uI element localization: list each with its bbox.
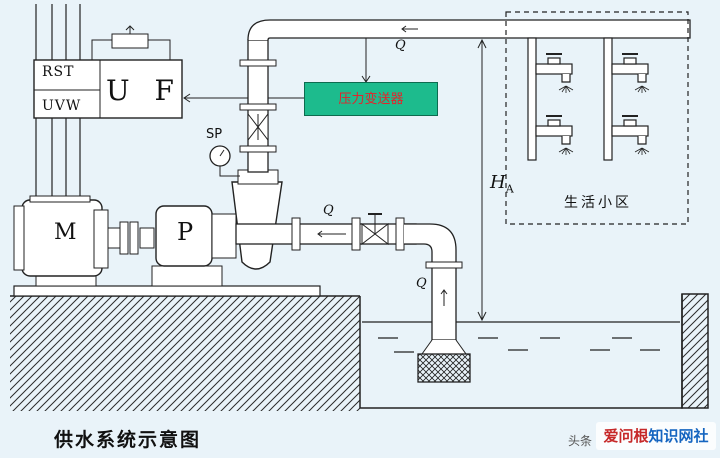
- base-plate: [13, 285, 321, 297]
- suction-valve: [361, 213, 389, 246]
- watermark-brand-b: 问根: [618, 427, 649, 445]
- ground-hatch: [10, 296, 360, 411]
- pump: [155, 205, 237, 267]
- flow-label-suction: Q: [416, 276, 427, 291]
- uf-controller-box: [33, 59, 183, 119]
- head-dimension: [477, 38, 487, 322]
- flow-label-pump: Q: [323, 203, 334, 218]
- pressure-transmitter: 压力变送器: [304, 82, 438, 116]
- pressure-gauge-label: SP: [206, 127, 223, 142]
- controller-output-label: UVW: [42, 98, 82, 114]
- residential-area-label: 生活小区: [564, 195, 632, 211]
- head-label: HA: [490, 172, 514, 196]
- flow-label-top: Q: [395, 38, 406, 53]
- water-surface-marks: [378, 337, 660, 353]
- watermark-brand-a: 爱: [603, 427, 619, 445]
- controller-input-label: RST: [42, 64, 75, 80]
- pressure-gauge: [209, 145, 240, 177]
- motor: [13, 195, 109, 277]
- head-symbol: H: [490, 172, 506, 193]
- motor-label: M: [54, 220, 77, 245]
- watermark-brand-c: 知识网: [648, 427, 694, 445]
- tank-wall: [681, 293, 709, 409]
- faucets: [535, 53, 650, 155]
- watermark-badge: 爱问根知识网社: [596, 422, 716, 450]
- head-subscript: A: [505, 182, 514, 196]
- pump-label: P: [177, 218, 194, 246]
- residential-area-box: [505, 11, 689, 225]
- water-tank: [359, 294, 683, 409]
- coupling: [107, 221, 155, 255]
- controller-label: U F: [106, 74, 182, 107]
- potentiometer: [111, 33, 149, 49]
- watermark-prefix: 头条: [568, 434, 593, 448]
- faucet-branches: [527, 37, 613, 161]
- diagram-caption: 供水系统示意图: [54, 429, 202, 451]
- watermark-brand-d: 社: [693, 427, 709, 445]
- foot-strainer: [417, 353, 471, 383]
